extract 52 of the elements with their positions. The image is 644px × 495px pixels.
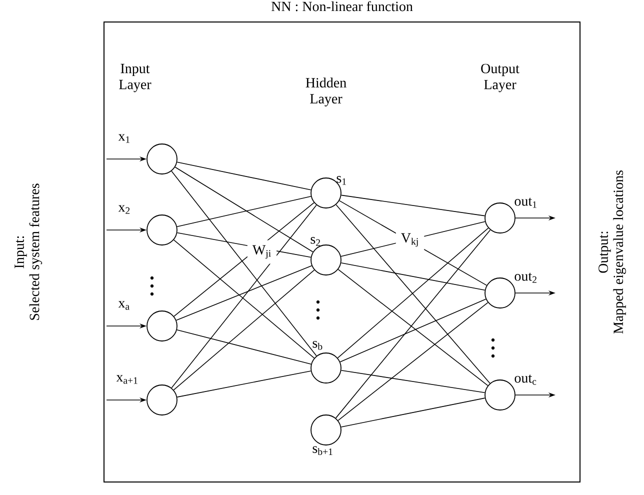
title: NN : Non-linear function xyxy=(271,1,413,12)
connection-line xyxy=(340,262,486,291)
connection-line xyxy=(338,302,488,421)
connection-line xyxy=(176,196,312,227)
connection-line xyxy=(340,370,486,394)
connection-line xyxy=(336,204,490,384)
connection-line xyxy=(338,269,488,386)
connection-line xyxy=(173,240,315,358)
layer-heading: Hidden Layer xyxy=(306,78,346,106)
neuron-label: x$_{2}$ xyxy=(118,205,130,214)
neuron-label: out$_{1}$ xyxy=(514,198,536,208)
neuron-circle xyxy=(484,278,516,308)
neuron-circle xyxy=(484,202,516,234)
neuron-circle xyxy=(484,380,516,410)
connection-line xyxy=(171,170,317,356)
connection-line xyxy=(340,194,486,216)
connection-line xyxy=(335,230,491,418)
side-label: Mapped eigenvalue locations xyxy=(613,170,626,334)
neuron-label: out$_{c}$ xyxy=(514,374,536,385)
neuron-circle xyxy=(146,384,178,416)
neuron-label: s$_{1}$ xyxy=(336,176,346,185)
neuron-circle xyxy=(146,310,178,342)
connection-line xyxy=(340,298,486,362)
neuron-label: s$_{b+1}$ xyxy=(312,446,332,456)
connection-line xyxy=(176,162,312,190)
weight-label: V$_{kj}$ xyxy=(396,228,424,252)
connection-line xyxy=(337,228,489,358)
connection-line xyxy=(176,329,312,365)
neuron-circle xyxy=(310,244,342,276)
connection-line xyxy=(173,270,315,390)
connection-line xyxy=(176,370,312,398)
connection-line xyxy=(340,398,486,428)
neuron-circle xyxy=(146,144,178,174)
neuron-label: x$_{a+1}$ xyxy=(116,375,138,384)
neuron-circle xyxy=(146,214,178,246)
side-label: Output: xyxy=(598,232,611,273)
neuron-circle xyxy=(310,178,342,208)
neuron-label: x$_{a}$ xyxy=(118,301,130,310)
neuron-circle xyxy=(310,414,342,446)
layer-heading: Output Layer xyxy=(481,64,520,92)
connection-line xyxy=(176,265,312,321)
neuron-label: s$_{2}$ xyxy=(310,237,320,246)
connection-line xyxy=(171,204,317,388)
layer-heading: Input Layer xyxy=(119,64,152,92)
neuron-circle xyxy=(310,352,342,384)
side-label: Selected system features xyxy=(29,184,42,320)
neuron-label: x$_{1}$ xyxy=(118,134,130,143)
weight-label: W$_{ji}$ xyxy=(247,240,277,264)
neuron-label: out$_{2}$ xyxy=(514,272,536,283)
side-label: Input: xyxy=(14,236,27,268)
connection-line xyxy=(174,166,314,252)
neuron-label: s$_{b}$ xyxy=(312,340,322,350)
